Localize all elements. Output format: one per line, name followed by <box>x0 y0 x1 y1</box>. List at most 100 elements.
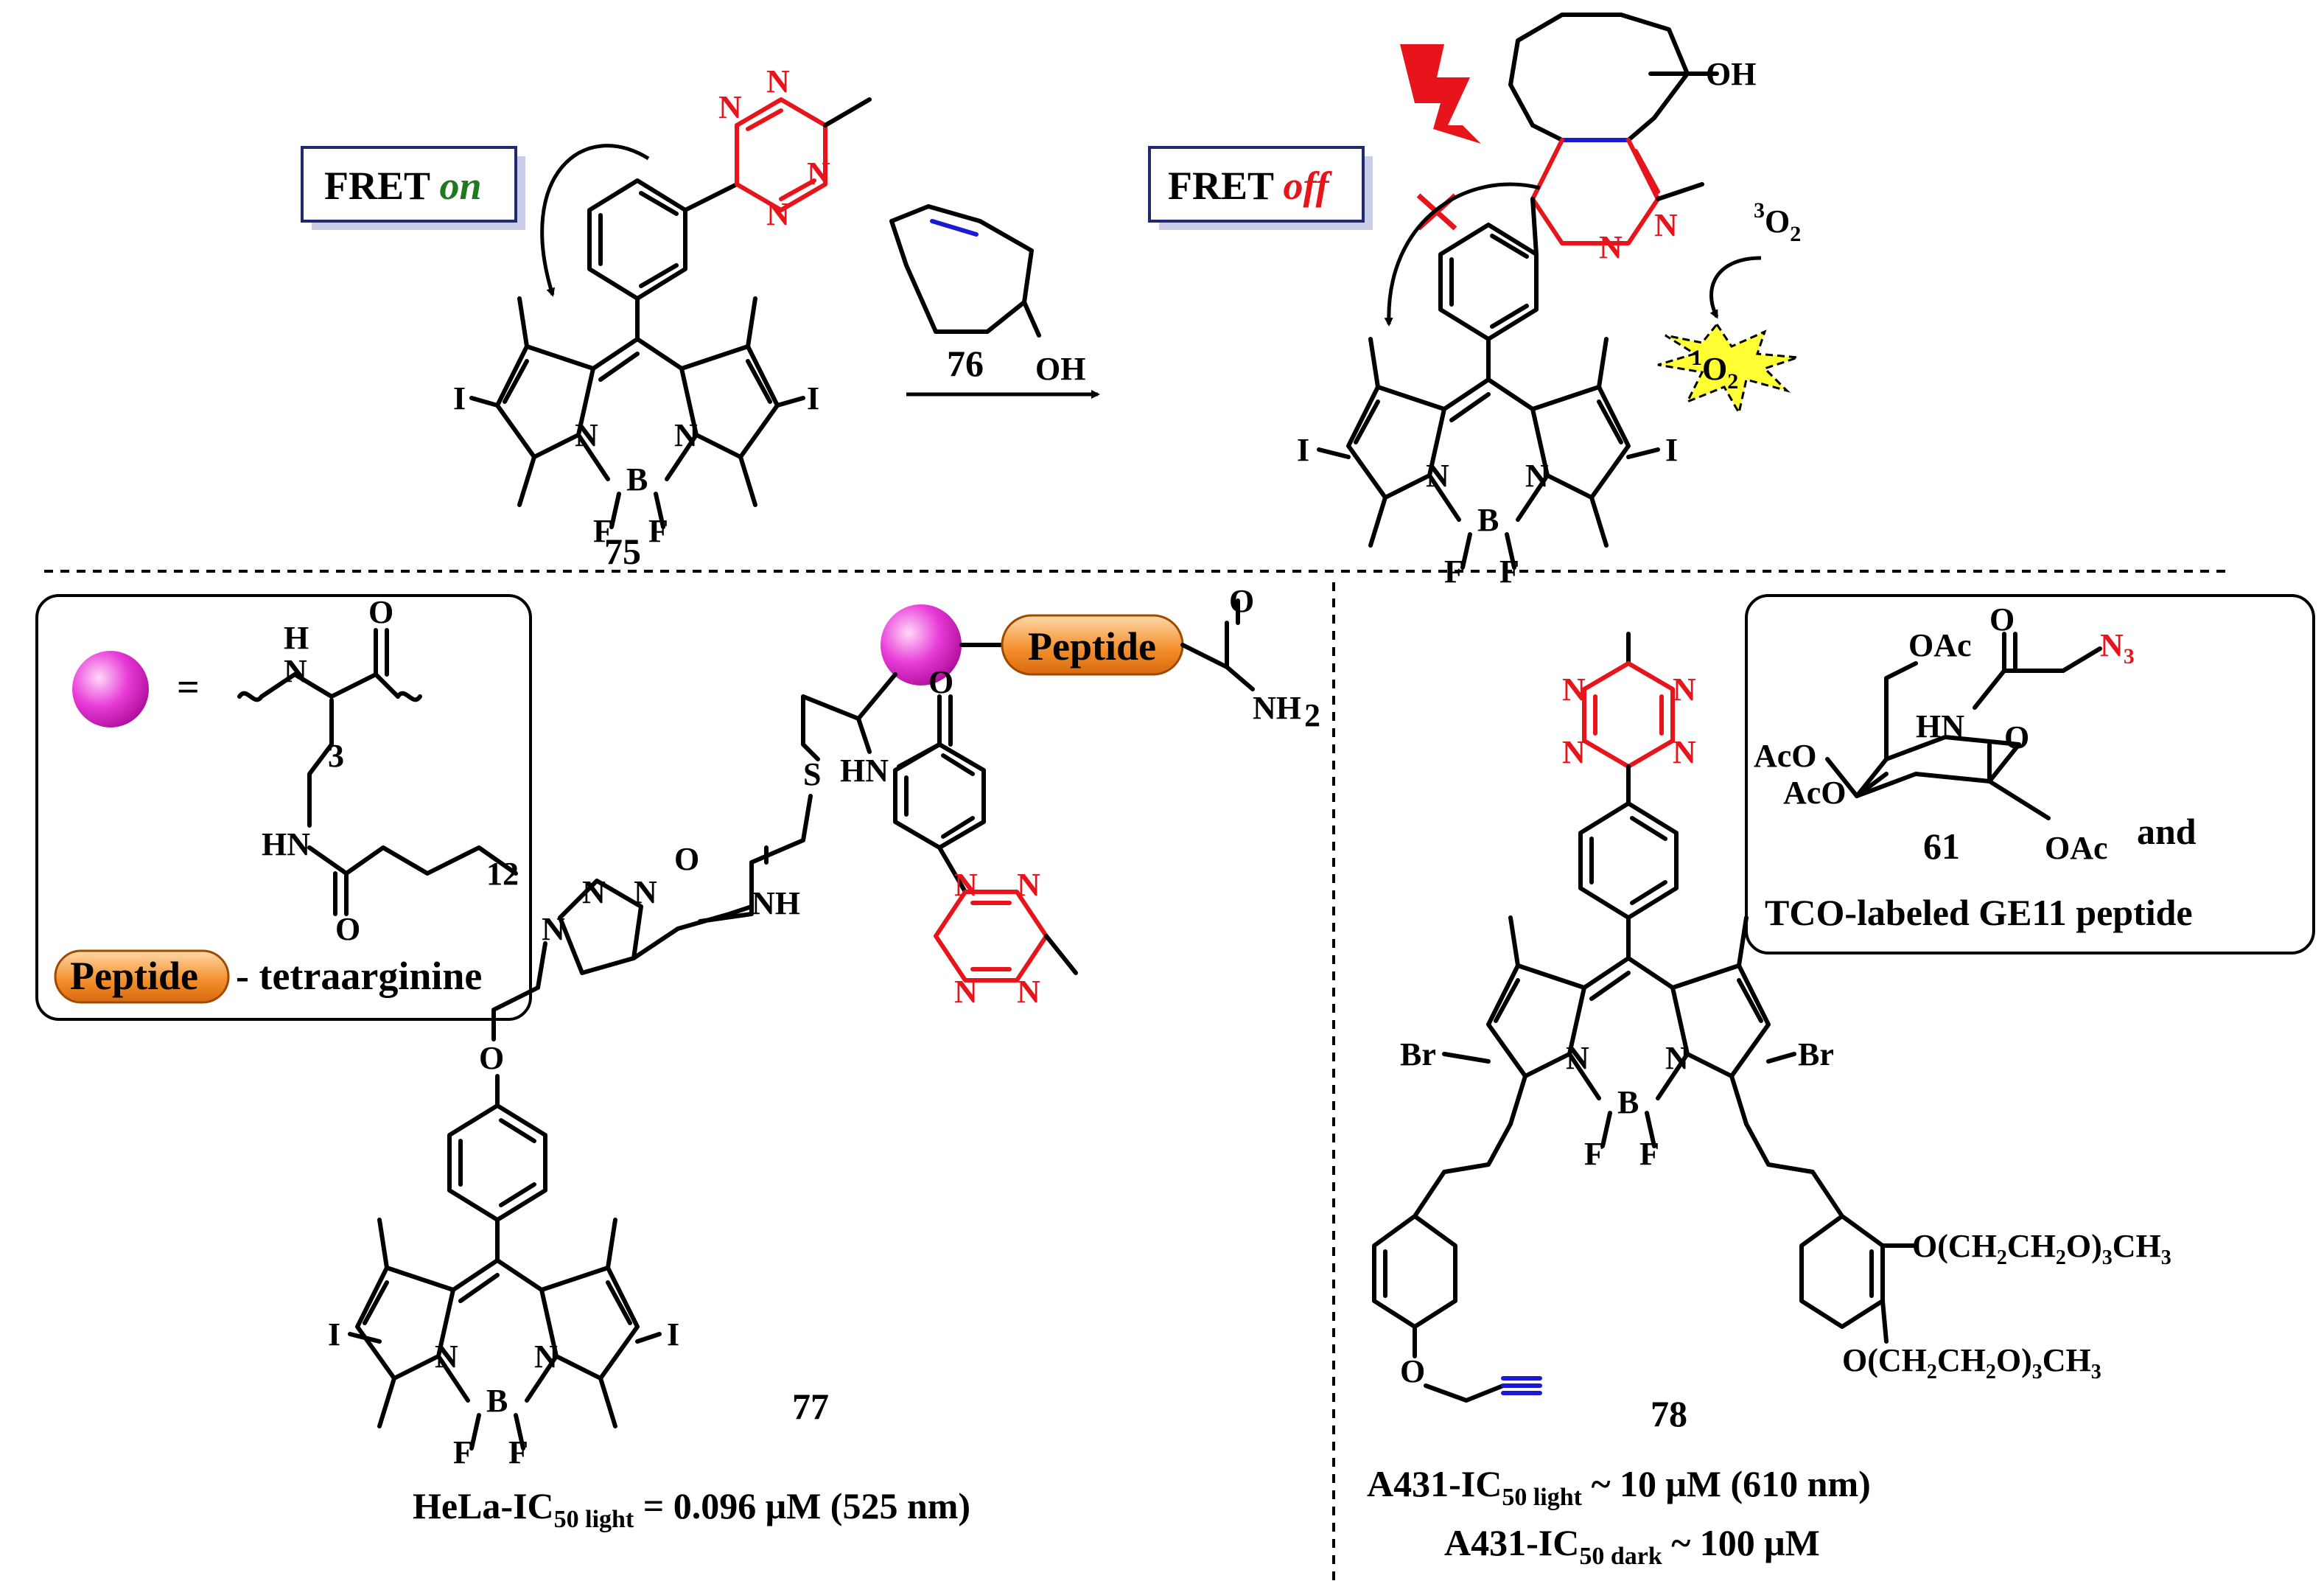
svg-text:N: N <box>718 89 742 125</box>
svg-text:O: O <box>2004 719 2029 755</box>
svg-text:HN: HN <box>1916 708 1964 744</box>
svg-text:HN: HN <box>262 826 310 862</box>
svg-text:O: O <box>674 841 699 877</box>
svg-text:O: O <box>1400 1353 1425 1389</box>
svg-text:AcO: AcO <box>1783 775 1847 811</box>
svg-text:N: N <box>1599 229 1623 265</box>
svg-text:=: = <box>177 665 200 709</box>
svg-text:N: N <box>1654 207 1678 243</box>
peg-upper: O(CH2CH2O)3CH3 <box>1912 1228 2171 1269</box>
azide-label: N3 <box>2100 627 2135 669</box>
svg-text:F: F <box>453 1434 473 1470</box>
svg-text:O: O <box>368 594 393 630</box>
compound-77-structure: Peptide O NH 2 S O NH HN O N N N N N N N <box>328 583 1320 1470</box>
amino-acid-sphere-icon <box>72 651 149 727</box>
svg-text:N: N <box>435 1339 458 1375</box>
fret-on-box <box>301 146 517 223</box>
product-structure: FRET off OH N N I I N N B F F 3O2 <box>1148 13 1801 590</box>
fret-off-label: FRET off <box>1168 164 1333 208</box>
svg-text:B: B <box>1617 1084 1639 1120</box>
svg-text:O: O <box>928 664 953 700</box>
svg-text:N: N <box>766 63 790 100</box>
svg-text:Br: Br <box>1400 1036 1436 1072</box>
svg-text:OH: OH <box>1706 56 1756 92</box>
fret-off-box <box>1148 146 1365 223</box>
svg-text:N: N <box>1017 867 1040 903</box>
svg-text:NH: NH <box>752 885 800 921</box>
svg-text:OAc: OAc <box>1908 627 1972 663</box>
light-bolt-icon <box>1400 44 1481 144</box>
svg-text:OAc: OAc <box>2045 830 2108 866</box>
svg-text:N: N <box>1665 1040 1689 1076</box>
compound-76-label: 76 <box>947 343 984 384</box>
svg-text:N: N <box>954 867 978 903</box>
svg-text:F: F <box>593 513 613 549</box>
reagent-76: 76 OH <box>889 204 1100 399</box>
fret-on-label: FRET on <box>324 164 482 208</box>
inset-box: OAc HN O N3 O OAc AcO AcO 61 and TCO-lab… <box>1745 594 2315 954</box>
svg-text:NH: NH <box>1253 690 1301 726</box>
svg-text:12: 12 <box>486 856 519 892</box>
peg-lower: O(CH2CH2O)3CH3 <box>1842 1342 2101 1383</box>
singlet-oxygen-star <box>1657 322 1799 416</box>
svg-text:AcO: AcO <box>1754 738 1817 774</box>
svg-text:I: I <box>807 380 819 416</box>
svg-text:Br: Br <box>1798 1036 1834 1072</box>
svg-text:F: F <box>1639 1136 1659 1172</box>
svg-text:N: N <box>542 911 565 947</box>
svg-text:N: N <box>1673 671 1696 708</box>
svg-text:N: N <box>766 196 790 232</box>
svg-text:N: N <box>674 417 698 453</box>
svg-text:N: N <box>807 156 830 192</box>
svg-text:N: N <box>954 974 978 1010</box>
svg-text:O: O <box>1229 583 1254 619</box>
peptide-pill-icon <box>54 949 230 1004</box>
hela-ic50-text: HeLa-IC50 light = 0.096 μM (525 nm) <box>413 1485 970 1533</box>
svg-text:HN: HN <box>840 753 889 789</box>
a431-ic50-dark-text: A431-IC50 dark ~ 100 μM <box>1444 1522 1820 1570</box>
svg-text:F: F <box>1584 1136 1604 1172</box>
svg-text:61: 61 <box>1923 826 1960 867</box>
compound-78-structure: N N N N Br Br N N B F F O O(CH2CH2O)3CH3… <box>1372 632 2171 1434</box>
svg-text:OH: OH <box>1035 351 1085 387</box>
svg-text:3: 3 <box>328 738 344 774</box>
svg-text:N: N <box>1426 458 1449 494</box>
svg-text:O: O <box>335 911 360 947</box>
svg-text:N: N <box>284 653 307 689</box>
svg-text:N: N <box>1562 671 1586 708</box>
svg-text:I: I <box>667 1316 679 1353</box>
svg-text:Peptide: Peptide <box>70 954 198 998</box>
legend-box: = H N O 3 HN O 12 Peptide - tetraarginin… <box>35 594 532 1021</box>
svg-text:I: I <box>453 380 466 416</box>
compound-75-structure: FRET on N N N N I I N N B F F 75 <box>301 63 872 572</box>
svg-text:N: N <box>582 874 606 910</box>
a431-ic50-light-text: A431-IC50 light ~ 10 μM (610 nm) <box>1367 1463 1871 1511</box>
svg-text:N: N <box>1525 458 1549 494</box>
compound-78-label: 78 <box>1651 1393 1687 1434</box>
svg-text:H: H <box>284 620 309 656</box>
svg-text:TCO-labeled GE11 peptide: TCO-labeled GE11 peptide <box>1765 892 2193 933</box>
svg-text:and: and <box>2137 811 2197 852</box>
triplet-oxygen-label: 3O2 <box>1754 198 1801 246</box>
svg-text:2: 2 <box>1304 697 1320 733</box>
singlet-oxygen-label: 1O2 <box>1691 346 1738 394</box>
svg-text:I: I <box>328 1316 340 1353</box>
svg-text:N: N <box>534 1339 558 1375</box>
svg-text:O: O <box>479 1040 504 1076</box>
svg-text:N: N <box>575 417 598 453</box>
svg-text:B: B <box>1477 502 1499 538</box>
svg-text:N: N <box>1673 734 1696 770</box>
compound-75-label: 75 <box>604 531 641 572</box>
svg-text:B: B <box>486 1383 508 1419</box>
svg-text:F: F <box>508 1434 528 1470</box>
svg-text:N: N <box>1562 734 1586 770</box>
svg-text:B: B <box>626 461 648 498</box>
svg-text:F: F <box>648 513 668 549</box>
svg-text:N: N <box>634 874 657 910</box>
svg-text:N: N <box>1017 974 1040 1010</box>
svg-text:Peptide: Peptide <box>1028 624 1156 669</box>
compound-77-label: 77 <box>792 1386 829 1427</box>
svg-text:N: N <box>1566 1040 1589 1076</box>
svg-text:O: O <box>1989 601 2015 638</box>
